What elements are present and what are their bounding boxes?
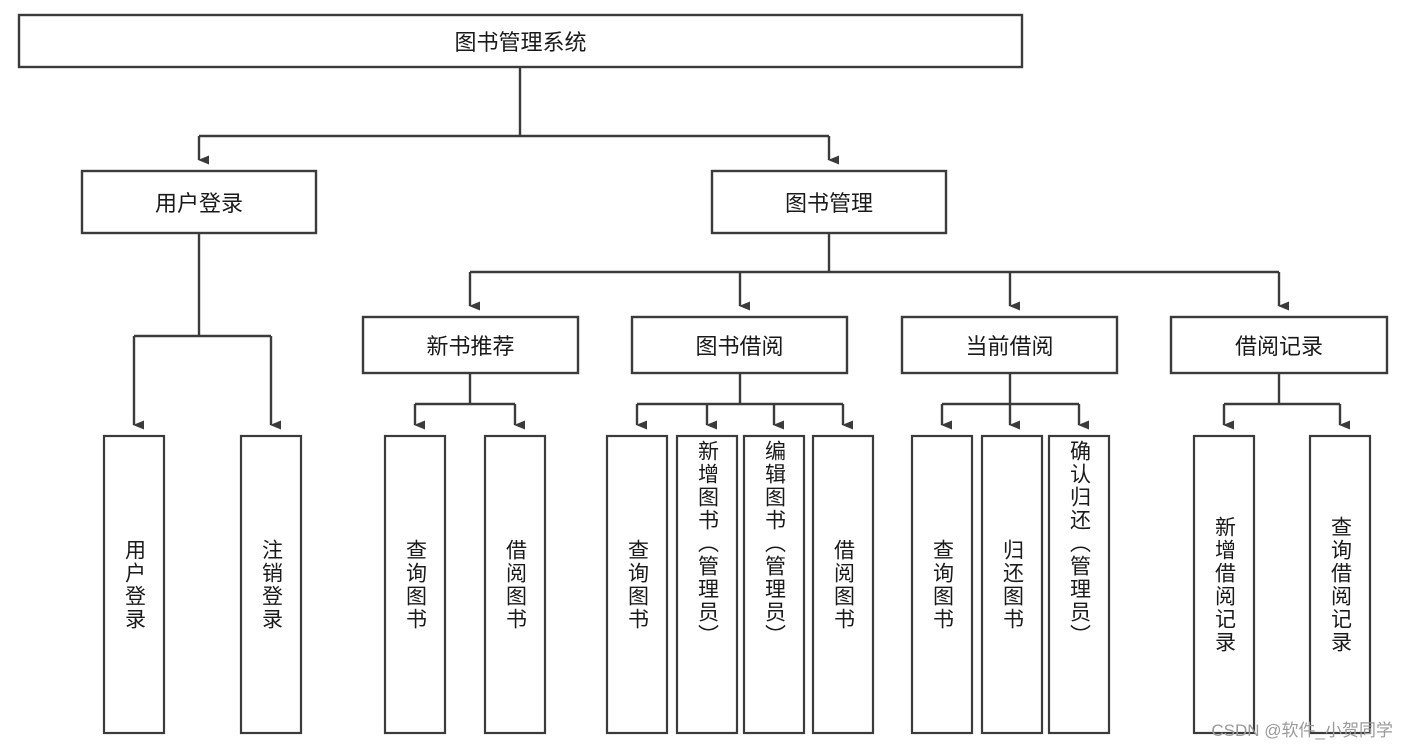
- node-leaf-return-book-box[interactable]: [980, 434, 1044, 735]
- node-leaf-user-logout-box[interactable]: [239, 434, 303, 735]
- node-leaf-query-record-box[interactable]: [1308, 434, 1372, 735]
- connector-book-borrow-to-leaves: [635, 373, 853, 430]
- connector-book-manage-to-level3: [468, 233, 1289, 311]
- node-borrow-record-box[interactable]: [1169, 315, 1389, 375]
- connector-new-book-recommend-to-leaves: [413, 373, 525, 430]
- node-leaf-edit-book-box[interactable]: [742, 434, 806, 735]
- node-leaf-borrow-book-1-box[interactable]: [483, 434, 547, 735]
- node-leaf-query-book-1-box[interactable]: [383, 434, 447, 735]
- node-leaf-query-book-2-box[interactable]: [605, 434, 669, 735]
- node-user-login-box[interactable]: [80, 169, 318, 235]
- node-leaf-user-login-box[interactable]: [102, 434, 166, 735]
- node-leaf-borrow-book-2-box[interactable]: [811, 434, 875, 735]
- node-leaf-query-book-3-box[interactable]: [910, 434, 974, 735]
- node-new-book-recommend-box[interactable]: [361, 315, 580, 375]
- node-leaf-add-book-box[interactable]: [675, 434, 739, 735]
- node-book-manage-box[interactable]: [710, 169, 948, 235]
- node-current-borrow-box[interactable]: [900, 315, 1119, 375]
- connector-current-borrow-to-leaves: [940, 373, 1089, 430]
- connector-root-to-level2: [197, 67, 839, 165]
- node-book-borrow-box[interactable]: [630, 315, 849, 375]
- node-leaf-confirm-return-box[interactable]: [1047, 434, 1111, 735]
- connector-borrow-record-to-leaves: [1222, 373, 1350, 430]
- node-leaf-add-record-box[interactable]: [1192, 434, 1256, 735]
- connector-user-login-to-leaves: [132, 233, 281, 430]
- node-root-box[interactable]: [17, 13, 1024, 69]
